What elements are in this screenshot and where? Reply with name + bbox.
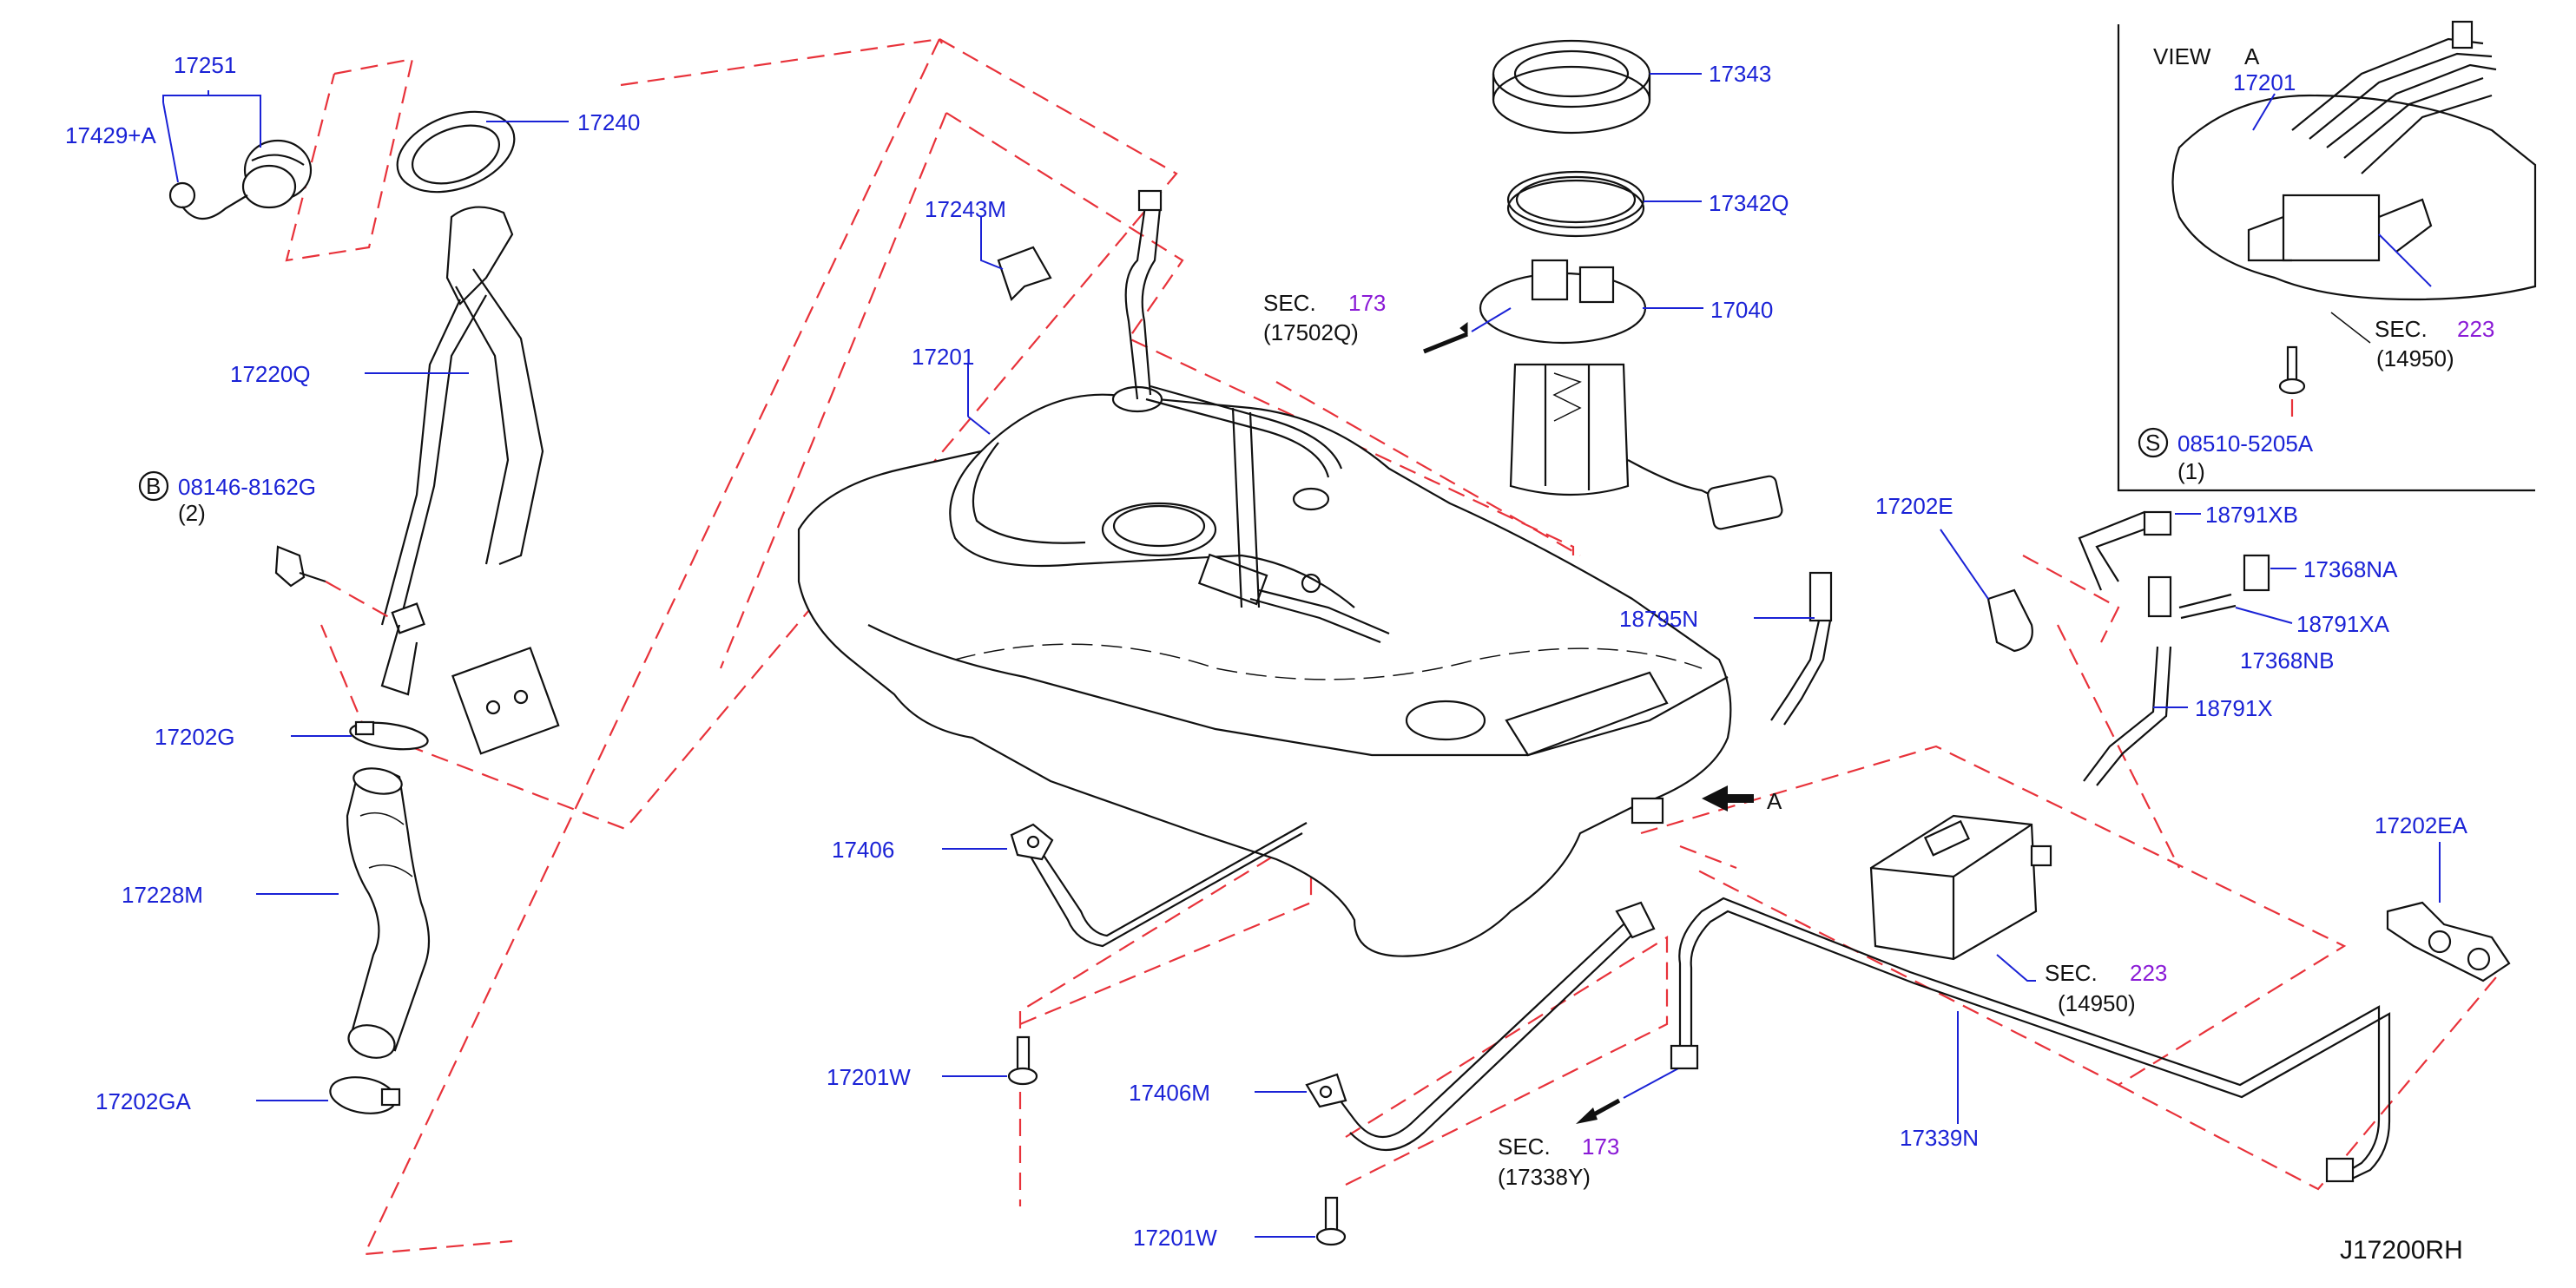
view-a-inset: VIEW A 17201 SEC. 223 (14950) S 08510-52…: [2117, 20, 2537, 492]
label-17429a: 17429+A: [65, 122, 156, 148]
view-a-bolt-symbol: S: [2145, 430, 2160, 456]
label-17202ea: 17202EA: [2375, 812, 2468, 838]
tank-sec-prefix: SEC.: [1498, 1134, 1551, 1160]
tank-sec-num: 173: [1582, 1134, 1619, 1160]
evap-sec-prefix: SEC.: [2045, 960, 2098, 986]
label-17406m: 17406M: [1129, 1080, 1210, 1106]
arrow-a-label: A: [1767, 788, 1782, 814]
view-a-title: VIEW: [2153, 43, 2211, 69]
fuel-tank: 17243M 17201 A 17406 17201W 17406M 17201…: [797, 189, 1782, 1251]
evap-sec-ref: (14950): [2058, 990, 2136, 1016]
label-17201: 17201: [912, 344, 974, 370]
label-17228m: 17228M: [122, 882, 203, 908]
label-18791xa: 18791XA: [2296, 611, 2390, 637]
label-17368nb: 17368NB: [2240, 647, 2334, 674]
label-17202ga: 17202GA: [96, 1088, 192, 1114]
pump-sec-num: 173: [1348, 290, 1386, 316]
view-a-sec-num: 223: [2457, 316, 2494, 342]
filler-bolt-qty: (2): [178, 500, 206, 526]
view-a-sec-prefix: SEC.: [2375, 316, 2428, 342]
filler-assembly: 17251 17429+A 17240 17220Q B 08146-8162G…: [65, 52, 640, 1114]
evap-assembly: 17202E 18795N 18791XB 17368NA 18791XA 17…: [1619, 493, 2511, 1183]
view-a-sec-ref: (14950): [2376, 345, 2454, 371]
label-17342q: 17342Q: [1709, 190, 1789, 216]
label-17220q: 17220Q: [230, 361, 311, 387]
label-17251: 17251: [174, 52, 236, 78]
label-08510-5205a: 08510-5205A: [2177, 430, 2314, 457]
label-17368na: 17368NA: [2303, 556, 2398, 582]
fuel-pump-assembly: 17343 17342Q 17040 SEC. 173 (17502Q): [1263, 39, 1789, 530]
label-17406: 17406: [832, 837, 894, 863]
pump-sec-ref: (17502Q): [1263, 319, 1359, 345]
label-18791xb: 18791XB: [2205, 502, 2298, 528]
tank-sec-ref: (17338Y): [1498, 1164, 1591, 1190]
label-08146-8162g: 08146-8162G: [178, 474, 316, 500]
drawing-code: J17200RH: [2340, 1236, 2463, 1265]
evap-sec-num: 223: [2130, 960, 2167, 986]
label-17201w-b: 17201W: [1133, 1225, 1217, 1251]
label-17201w-a: 17201W: [827, 1064, 911, 1090]
view-a-bolt-qty: (1): [2177, 458, 2205, 484]
label-18795n: 18795N: [1619, 606, 1698, 632]
label-17201-view: 17201: [2233, 69, 2296, 95]
label-17343: 17343: [1709, 61, 1771, 87]
pump-sec-prefix: SEC.: [1263, 290, 1316, 316]
label-17202g: 17202G: [155, 724, 235, 750]
filler-bolt-symbol: B: [146, 473, 161, 499]
label-17339n: 17339N: [1900, 1125, 1979, 1151]
label-17240: 17240: [577, 109, 640, 135]
label-17040: 17040: [1710, 297, 1773, 323]
label-17243m: 17243M: [925, 196, 1006, 222]
label-17202e: 17202E: [1875, 493, 1953, 519]
view-a-letter: A: [2244, 43, 2260, 69]
label-18791x: 18791X: [2195, 695, 2273, 721]
